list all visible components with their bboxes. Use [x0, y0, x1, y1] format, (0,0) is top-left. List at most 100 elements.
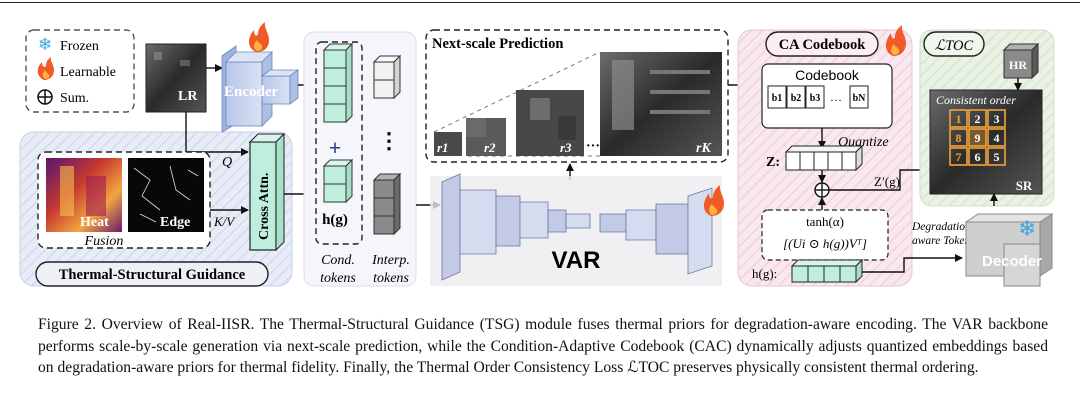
order-grid-number: 4: [994, 131, 1000, 145]
var-block: VAR: [430, 173, 722, 286]
scale-dots: ···: [586, 139, 600, 154]
r3-label: r3: [560, 140, 572, 155]
order-grid-number: 1: [956, 112, 962, 126]
interp-token-stack-bottom: [372, 172, 402, 236]
legend: ❄ Frozen Learnable Sum.: [25, 29, 135, 113]
order-grid-number: 3: [994, 112, 1000, 126]
tanh-label: tanh(α): [806, 214, 844, 229]
snowflake-icon: ❄: [1018, 217, 1036, 242]
flame-icon: [703, 185, 724, 216]
order-grid-number: 2: [975, 112, 981, 126]
codebook-label: Codebook: [795, 67, 860, 83]
lr-image: LR: [145, 43, 207, 113]
degradation-label-2: aware Tokens: [912, 235, 975, 247]
legend-sum-label: Sum.: [60, 91, 89, 106]
order-grid-number: 8: [956, 131, 962, 145]
codebook-entry-b2: b2: [791, 93, 802, 104]
edge-image: Edge: [128, 158, 204, 232]
var-label: VAR: [552, 247, 601, 274]
cac-title: CA Codebook: [779, 37, 867, 53]
interp-label-1: Interp.: [371, 253, 410, 268]
codebook-entry-b1: b1: [772, 93, 783, 104]
decoder-label: Decoder: [982, 253, 1042, 270]
order-grid-cell: 5: [987, 147, 1006, 166]
nsp-title: Next-scale Prediction: [432, 36, 563, 52]
flame-icon: [885, 25, 906, 56]
legend-frozen-label: Frozen: [60, 39, 99, 54]
top-rule: [0, 2, 1080, 3]
zprime-label: Z′(g): [874, 174, 900, 189]
order-grid-cell: 4: [987, 128, 1006, 147]
cross-attn-label: Cross Attn.: [257, 173, 272, 240]
interp-ellipsis: ⋮: [378, 128, 400, 153]
degradation-label-1: Degradation-: [911, 221, 975, 233]
cross-attn-block: Cross Attn.: [248, 132, 286, 252]
modulation-box: tanh(α) [(Ui ⊙ h(g))Vᵀ]: [761, 209, 889, 261]
z-token-row: [784, 144, 864, 172]
consistent-order-label: Consistent order: [936, 93, 1016, 107]
figure-caption: Figure 2. Overview of Real-IISR. The The…: [38, 314, 1048, 379]
z-label: Z:: [766, 155, 780, 170]
codebook-entry-b3: b3: [810, 93, 821, 104]
order-grid-cell: 7: [949, 147, 968, 166]
cond-token-stack-bottom: [322, 158, 354, 204]
q-label: Q: [222, 155, 232, 170]
fusion-label: Fusion: [84, 234, 124, 249]
hr-cube: HR: [1002, 42, 1040, 80]
heat-label: Heat: [80, 215, 109, 230]
flame-icon: [248, 22, 269, 52]
caption-text: Figure 2. Overview of Real-IISR. The The…: [38, 316, 1048, 376]
hg-token-row: [790, 258, 864, 284]
snowflake-icon: ❄: [38, 35, 52, 55]
codebook-entry-ellipsis: …: [830, 90, 842, 104]
codebook-entry-bn: bN: [853, 93, 867, 104]
lr-label: LR: [178, 89, 198, 104]
fusion-box: Heat Edge Fusion: [37, 151, 211, 249]
order-grid-number: 7: [956, 150, 962, 164]
hr-label: HR: [1009, 58, 1027, 72]
r2-label: r2: [484, 140, 496, 155]
tokens-panel: + h(g) ⋮ Cond. tokens Interp. tokens: [303, 31, 417, 287]
order-grid-cell: 8: [949, 128, 968, 147]
cond-label-2: tokens: [320, 271, 356, 286]
plus-sign: +: [329, 135, 342, 160]
svg-text:❄: ❄: [38, 35, 52, 55]
decoder-block: Decoder: [964, 213, 1054, 287]
r1-label: r1: [437, 140, 449, 155]
cond-token-stack-top: [322, 42, 354, 124]
scale-image-rk: rK: [600, 52, 722, 156]
order-grid-number: 5: [994, 150, 1000, 164]
order-grid-number: 9: [975, 131, 981, 145]
order-grid-cell: 1: [949, 109, 968, 128]
scale-image-r1: r1: [434, 132, 462, 156]
order-grid-cell: 9: [968, 128, 987, 147]
interp-label-2: tokens: [373, 271, 409, 286]
cond-label-1: Cond.: [321, 253, 355, 268]
order-grid-cell: 6: [968, 147, 987, 166]
h-g-label: h(g): [322, 212, 348, 228]
circled-plus-icon: [814, 182, 830, 198]
encoder-label: Encoder: [224, 84, 279, 100]
codebook-box: Codebook b1 b2 b3 … bN: [761, 63, 893, 129]
heat-image: Heat: [46, 158, 122, 232]
rk-label: rK: [696, 141, 712, 156]
legend-learnable-label: Learnable: [60, 65, 116, 80]
order-grid-cell: 2: [968, 109, 987, 128]
tsg-title-pill: Thermal-Structural Guidance: [35, 261, 269, 287]
svg-text:❄: ❄: [1018, 217, 1036, 242]
order-grid-number: 6: [975, 150, 981, 164]
overview-figure: ❄ Frozen Learnable Sum. LR: [19, 22, 1055, 287]
edge-label: Edge: [160, 215, 190, 230]
interp-token-stack-top: [372, 54, 402, 100]
scale-image-r3: r3: [516, 90, 584, 156]
flame-icon: [37, 57, 54, 80]
next-scale-prediction-box: Next-scale Prediction r1 r2 r3 ··· rK: [425, 29, 729, 163]
sr-label: SR: [1016, 178, 1033, 193]
tsg-title: Thermal-Structural Guidance: [59, 267, 246, 283]
toc-title: ℒTOC: [935, 38, 974, 54]
hg-row-label: h(g):: [752, 266, 777, 281]
encoder-block: Encoder: [221, 45, 300, 133]
scale-image-r2: r2: [466, 118, 506, 156]
